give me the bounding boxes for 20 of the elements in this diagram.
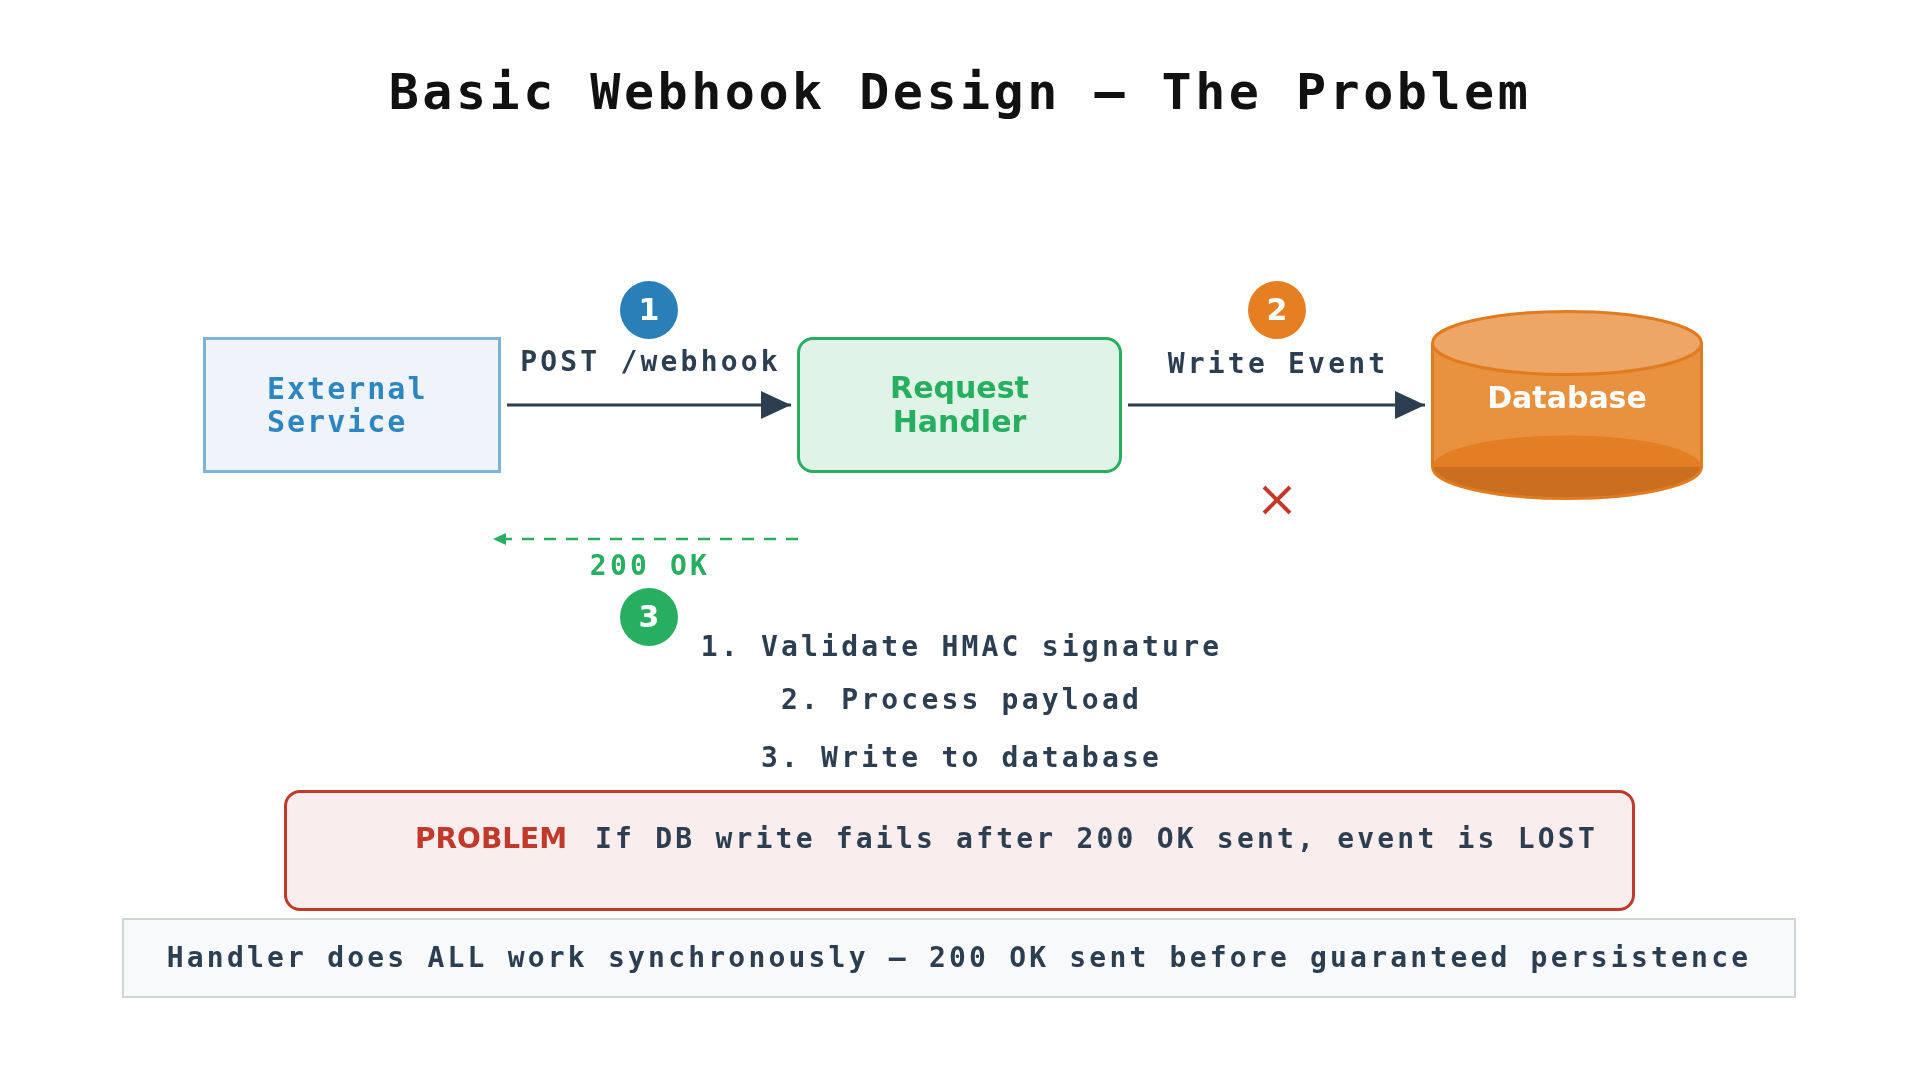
step-text: 1. Validate HMAC signature: [699, 630, 1223, 664]
service-box: [203, 337, 501, 473]
dashed-arrow: [493, 533, 798, 545]
problem-box: [284, 790, 1635, 911]
arrow: [1128, 391, 1425, 419]
step-number-badge: 1: [620, 281, 678, 339]
node-label: External Service: [267, 372, 429, 438]
diagram-title: Basic Webhook Design — The Problem: [388, 62, 1532, 122]
alert-message: If DB write fails after 200 OK sent, event is LOST: [595, 821, 1598, 856]
node-label: Request Handler: [889, 371, 1030, 439]
step-text: 3. Write to database: [759, 741, 1163, 775]
step-number-badge: 2: [1248, 281, 1306, 339]
arrow: [507, 391, 791, 419]
step-text: 2. Process payload: [780, 683, 1142, 717]
note-text: Handler does ALL work synchronously — 200 OK sent before guaranteed persistence: [166, 941, 1752, 975]
step-number-badge: 3: [620, 588, 678, 646]
note-box: [122, 918, 1796, 998]
node-label: Database: [1487, 380, 1647, 416]
handler-box: [797, 337, 1122, 473]
alert-heading: PROBLEM: [415, 821, 568, 856]
